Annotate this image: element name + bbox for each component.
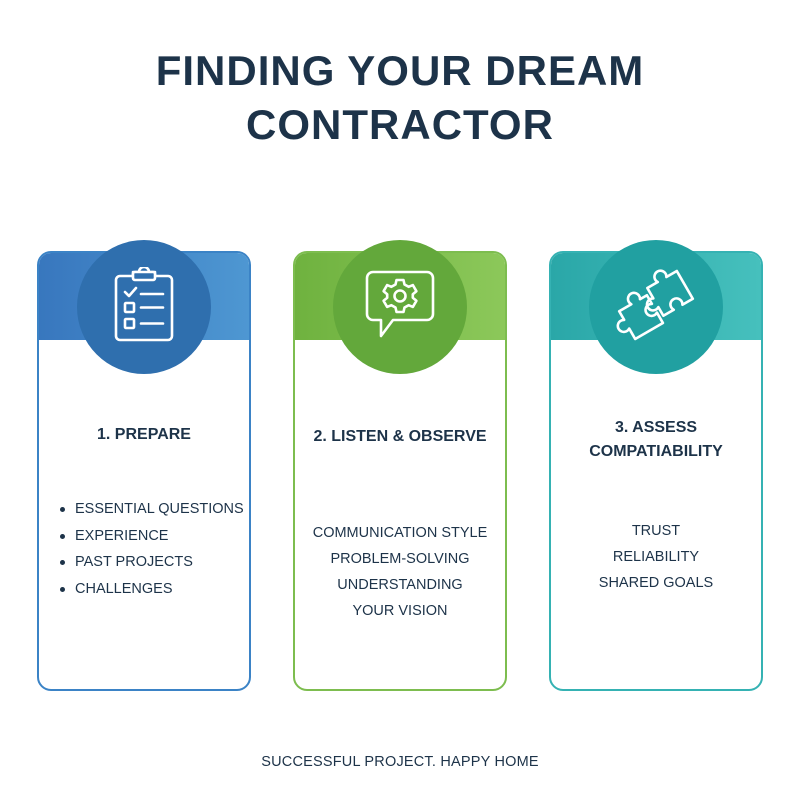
list-item: TRUST (631, 523, 681, 539)
list-item: COMMUNICATION STYLE (312, 525, 488, 541)
page-title-line-1: FINDING YOUR DREAM (155, 47, 645, 94)
list-item: SHARED GOALS (598, 575, 714, 591)
puzzle-pieces-icon (613, 266, 699, 349)
step-title-prepare: 1. PREPARE (97, 426, 191, 443)
list-item: EXPERIENCE (58, 523, 244, 550)
page-title: FINDING YOUR DREAM CONTRACTOR (0, 44, 800, 152)
step-badge-assess-compatibility (589, 240, 723, 374)
step-title-assess-compatibility: 3. ASSESS COMPATIABILITY (549, 416, 763, 464)
list-item: CHALLENGES (58, 576, 244, 603)
listen-observe-list: COMMUNICATION STYLE PROBLEM-SOLVING UNDE… (293, 520, 507, 624)
step-title-listen-observe: 2. LISTEN & OBSERVE (313, 428, 487, 445)
list-item: PROBLEM-SOLVING (330, 551, 470, 567)
step-title-line-1: 3. ASSESS (614, 419, 698, 436)
speech-bubble-gear-icon (363, 268, 437, 347)
prepare-list: ESSENTIAL QUESTIONS EXPERIENCE PAST PROJ… (58, 496, 244, 602)
step-badge-listen-observe (333, 240, 467, 374)
list-item: RELIABILITY (612, 549, 700, 565)
step-title-line-2: COMPATIABILITY (589, 443, 723, 460)
list-item: PAST PROJECTS (58, 549, 244, 576)
page-title-line-2: CONTRACTOR (246, 101, 554, 148)
list-item: ESSENTIAL QUESTIONS (58, 496, 244, 523)
step-badge-prepare (77, 240, 211, 374)
assess-compatibility-list: TRUST RELIABILITY SHARED GOALS (549, 518, 763, 596)
list-item: UNDERSTANDING YOUR VISION (337, 577, 463, 619)
footer-tagline: SUCCESSFUL PROJECT. HAPPY HOME (261, 754, 539, 770)
clipboard-checklist-icon (111, 265, 177, 348)
